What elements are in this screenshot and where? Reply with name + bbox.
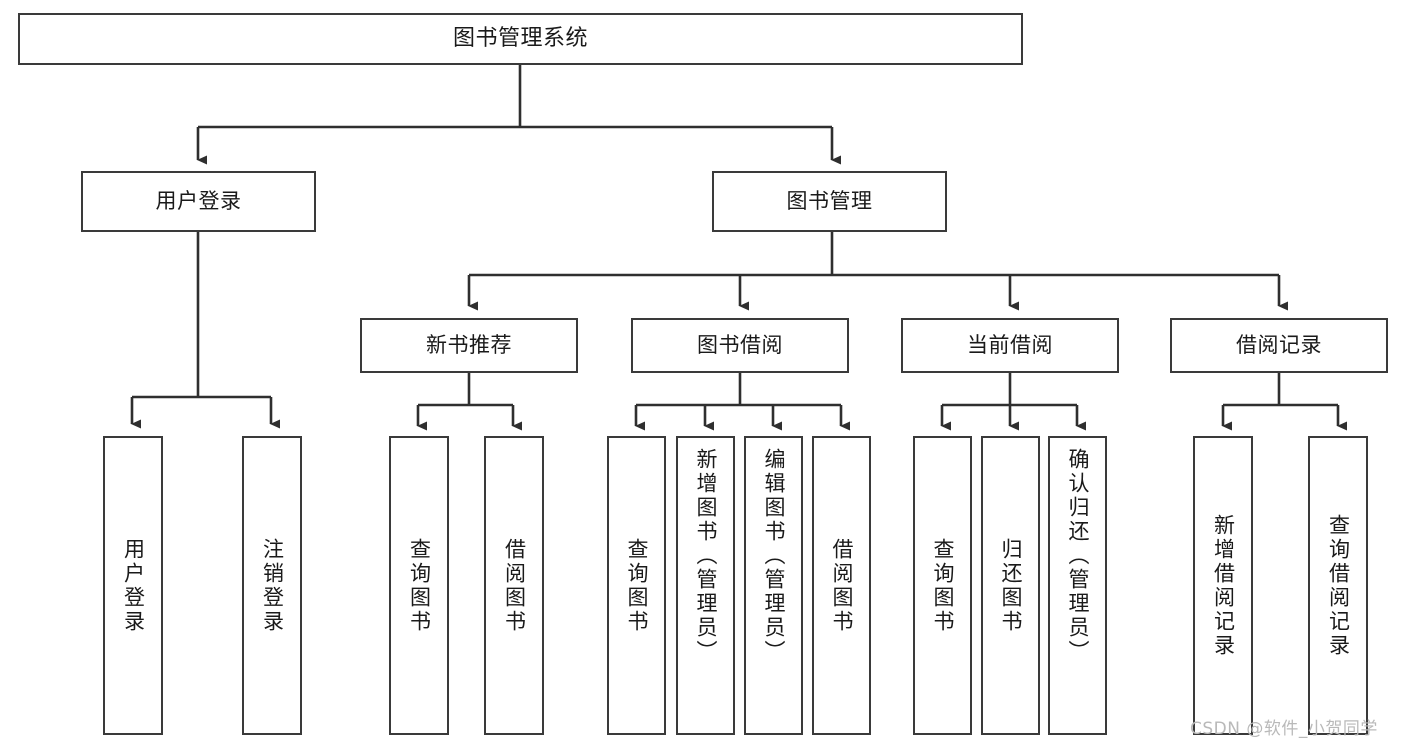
node-login[interactable]: 用户登录 xyxy=(103,436,163,735)
node-current-borrow[interactable]: 当前借阅 xyxy=(901,318,1119,373)
node-book-management[interactable]: 图书管理 xyxy=(712,171,947,232)
node-root-label: 图书管理系统 xyxy=(452,26,588,52)
node-borrow-book-1-label: 借阅图书 xyxy=(502,537,527,634)
node-return-book[interactable]: 归还图书 xyxy=(981,436,1040,735)
node-query-book-3-label: 查询图书 xyxy=(931,537,955,634)
node-query-borrow-record[interactable]: 查询借阅记录 xyxy=(1308,436,1368,735)
node-new-book-recommend-label: 新书推荐 xyxy=(426,333,512,358)
node-borrow-record[interactable]: 借阅记录 xyxy=(1170,318,1388,373)
node-logout[interactable]: 注销登录 xyxy=(242,436,302,735)
node-query-book-3[interactable]: 查询图书 xyxy=(913,436,972,735)
node-borrow-book-1[interactable]: 借阅图书 xyxy=(484,436,544,735)
watermark: CSDN @软件_小贺同学 xyxy=(1190,719,1378,739)
node-user-login-label: 用户登录 xyxy=(155,189,242,214)
node-current-borrow-label: 当前借阅 xyxy=(967,333,1053,358)
node-login-label: 用户登录 xyxy=(121,537,146,634)
node-add-book-label: 新增图书（管理员） xyxy=(694,448,718,664)
node-new-book-recommend[interactable]: 新书推荐 xyxy=(360,318,578,373)
node-confirm-return[interactable]: 确认归还（管理员） xyxy=(1048,436,1107,735)
node-return-book-label: 归还图书 xyxy=(999,537,1023,634)
node-borrow-book-2-label: 借阅图书 xyxy=(830,537,854,634)
node-book-management-label: 图书管理 xyxy=(786,189,873,214)
node-edit-book[interactable]: 编辑图书（管理员） xyxy=(744,436,803,735)
node-add-book[interactable]: 新增图书（管理员） xyxy=(676,436,735,735)
node-book-borrow-label: 图书借阅 xyxy=(697,333,783,358)
node-edit-book-label: 编辑图书（管理员） xyxy=(762,448,786,664)
node-query-book-2-label: 查询图书 xyxy=(625,537,649,634)
node-query-book-1[interactable]: 查询图书 xyxy=(389,436,449,735)
node-borrow-record-label: 借阅记录 xyxy=(1236,333,1322,358)
node-query-book-2[interactable]: 查询图书 xyxy=(607,436,666,735)
node-logout-label: 注销登录 xyxy=(260,537,285,634)
node-book-borrow[interactable]: 图书借阅 xyxy=(631,318,849,373)
node-root[interactable]: 图书管理系统 xyxy=(18,13,1023,65)
node-query-borrow-record-label: 查询借阅记录 xyxy=(1326,513,1351,658)
node-confirm-return-label: 确认归还（管理员） xyxy=(1066,448,1090,664)
node-query-book-1-label: 查询图书 xyxy=(407,537,432,634)
node-user-login[interactable]: 用户登录 xyxy=(81,171,316,232)
node-add-borrow-record-label: 新增借阅记录 xyxy=(1211,513,1236,658)
node-add-borrow-record[interactable]: 新增借阅记录 xyxy=(1193,436,1253,735)
node-borrow-book-2[interactable]: 借阅图书 xyxy=(812,436,871,735)
